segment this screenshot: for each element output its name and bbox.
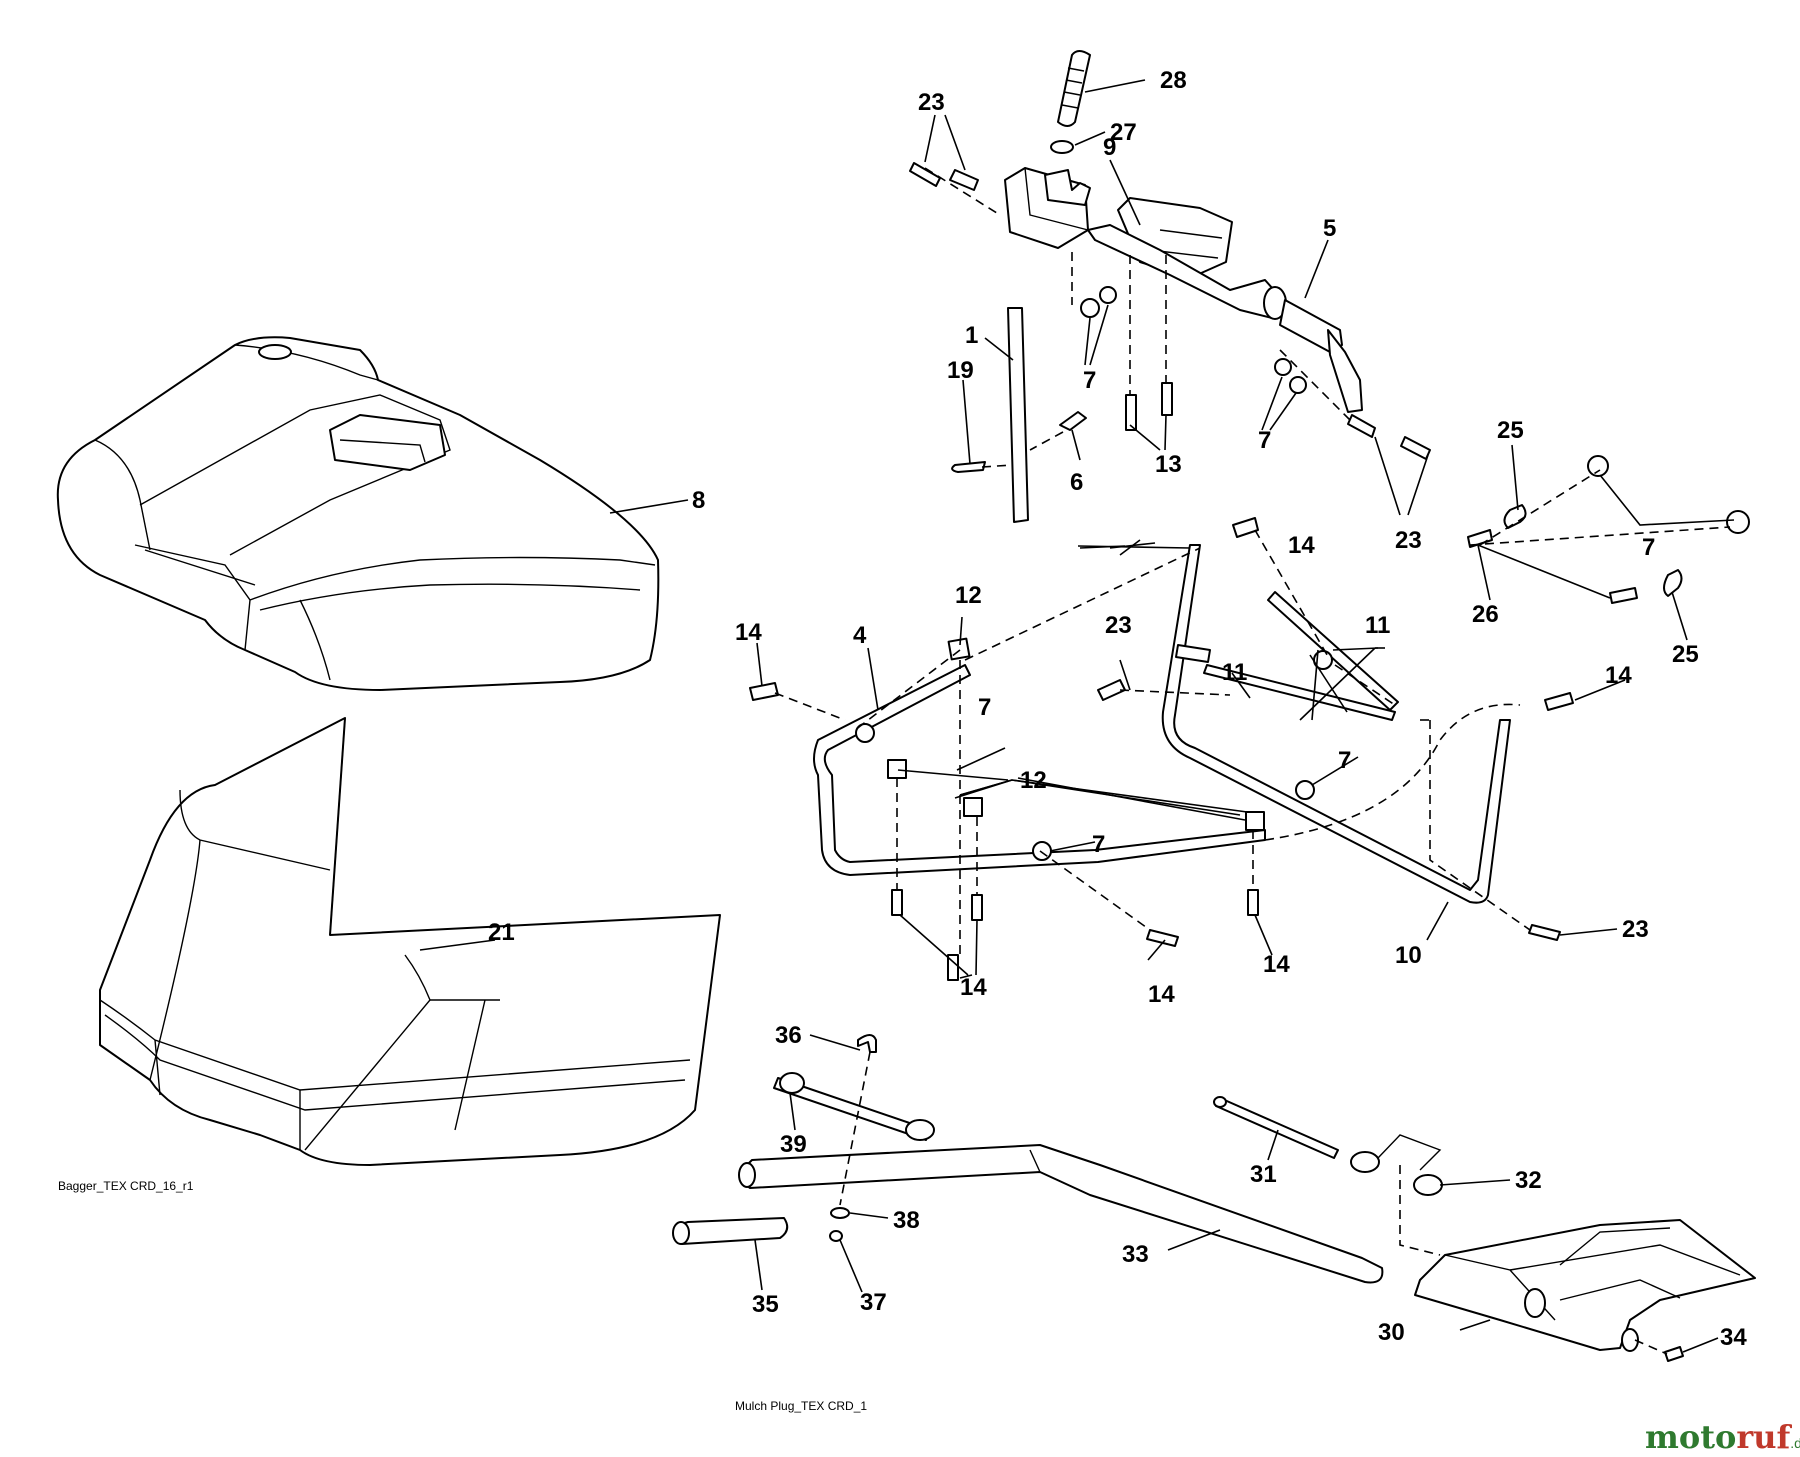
callout-34: 34 (1720, 1324, 1747, 1351)
callout-37: 37 (860, 1289, 887, 1316)
callout-23-top: 23 (918, 89, 945, 116)
cotter-pin-19 (951, 461, 986, 473)
callout-14-right: 14 (1605, 662, 1632, 689)
callout-30: 30 (1378, 1319, 1405, 1346)
callout-7-mid-left: 7 (978, 694, 991, 721)
handle-frame-10 (1161, 544, 1511, 904)
callout-12-bottom: 12 (1020, 767, 1047, 794)
callout-11-right: 11 (1365, 612, 1390, 639)
pivot-rod-5 (1087, 224, 1363, 413)
callout-7-right: 7 (1642, 534, 1655, 561)
mulch-handle-33 (738, 1144, 1384, 1284)
callout-5: 5 (1323, 215, 1336, 242)
callout-39: 39 (780, 1131, 807, 1158)
assembly-dashed-lines (774, 167, 1731, 1355)
leader-lines (419, 79, 1735, 1353)
callout-1: 1 (965, 322, 978, 349)
callout-6: 6 (1070, 469, 1083, 496)
washer-27 (1050, 140, 1074, 154)
callout-35: 35 (752, 1291, 779, 1318)
clevis-pin-6 (1059, 411, 1087, 431)
callout-32: 32 (1515, 1167, 1542, 1194)
callout-36: 36 (775, 1022, 802, 1049)
callout-31: 31 (1250, 1161, 1277, 1188)
watermark-suffix: .de (1790, 1435, 1800, 1451)
callout-11-left: 11 (1222, 659, 1247, 686)
callout-23-upper-right: 23 (1395, 527, 1422, 554)
callout-23-mid: 23 (1105, 612, 1132, 639)
callout-21: 21 (488, 919, 515, 946)
caption-bagger: Bagger_TEX CRD_16_r1 (58, 1179, 194, 1193)
rod-36 (857, 1034, 877, 1053)
callout-23-lower: 23 (1622, 916, 1649, 943)
watermark-part-2: ruf (1736, 1418, 1792, 1456)
callout-14-lower-left: 14 (960, 974, 987, 1001)
callout-10: 10 (1395, 942, 1422, 969)
callout-14-upper-mid: 14 (1288, 532, 1315, 559)
callout-14-left: 14 (735, 619, 762, 646)
callout-14-lower-mid: 14 (1148, 981, 1175, 1008)
handle-grip-28 (1057, 50, 1091, 127)
callout-8: 8 (692, 487, 705, 514)
callout-27: 27 (1110, 119, 1137, 146)
grass-bag-illustration (99, 717, 721, 1166)
callout-26: 26 (1472, 601, 1499, 628)
callout-33: 33 (1122, 1241, 1149, 1268)
callout-7-upper-right: 7 (1258, 427, 1271, 454)
callout-38: 38 (893, 1207, 920, 1234)
handle-tube-1 (1007, 307, 1029, 523)
caption-mulch-plug: Mulch Plug_TEX CRD_1 (735, 1399, 867, 1413)
screw-34 (1664, 1346, 1684, 1362)
callout-4: 4 (853, 622, 867, 649)
spring-rod-39 (773, 1072, 935, 1141)
callout-12-top: 12 (955, 582, 982, 609)
callout-19: 19 (947, 357, 974, 384)
handle-frame-4 (813, 664, 1266, 876)
lever-bracket-9 (1004, 167, 1233, 279)
callout-7-upper-left: 7 (1083, 367, 1096, 394)
callout-9: 9 (1103, 134, 1116, 161)
callout-25-bottom: 25 (1672, 641, 1699, 668)
torsion-spring-32 (1350, 1134, 1443, 1196)
nut-37 (829, 1230, 843, 1242)
retainer-clips-25-26 (1467, 455, 1750, 604)
bag-lid-illustration (56, 336, 660, 691)
callout-7-mid-right: 7 (1338, 747, 1351, 774)
frame-hardware (749, 517, 1574, 981)
callout-13: 13 (1155, 451, 1182, 478)
watermark-part-1: moto (1645, 1418, 1736, 1456)
callout-25-top: 25 (1497, 417, 1524, 444)
callout-14-lower-right: 14 (1263, 951, 1290, 978)
nut-7-upper (1080, 286, 1307, 394)
callout-28: 28 (1160, 67, 1187, 94)
callout-numbers: 28 23 27 9 5 1 19 6 7 13 7 23 8 25 7 26 … (488, 67, 1747, 1351)
grip-35 (672, 1217, 789, 1245)
mulch-plug-30 (1414, 1219, 1756, 1352)
washer-38 (830, 1207, 850, 1219)
callout-7-lower: 7 (1092, 831, 1105, 858)
svg-text:motoruf.de: motoruf.de (1645, 1418, 1800, 1456)
pivot-rod-31 (1213, 1096, 1339, 1159)
motoruf-watermark-logo: motoruf.de (1645, 1418, 1800, 1456)
bolt-23-upper (909, 162, 1431, 460)
